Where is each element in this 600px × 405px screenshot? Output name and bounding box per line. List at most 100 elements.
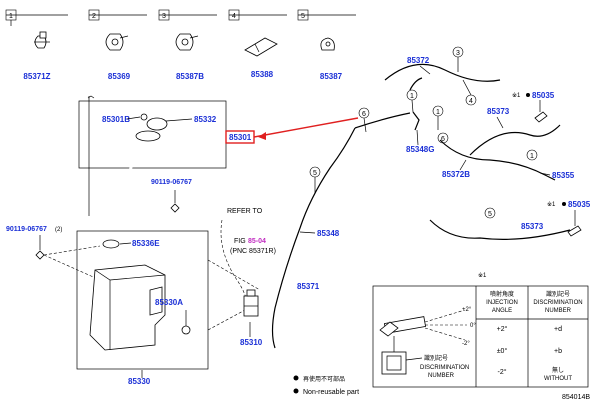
svg-text:5: 5	[488, 211, 492, 218]
note-mark: ※1	[512, 92, 521, 99]
part-number[interactable]: 85371	[297, 282, 320, 291]
washer-nozzle	[567, 225, 582, 237]
clamp-icon	[105, 33, 129, 51]
col1-en1: INJECTION	[486, 300, 518, 306]
mark-cell: +b	[554, 348, 562, 355]
svg-text:1: 1	[436, 109, 440, 116]
fig-prefix: FIG	[234, 238, 246, 245]
col2-jp: 識別記号	[546, 290, 570, 298]
pump-grommet	[181, 325, 191, 335]
washer-hose	[439, 139, 556, 181]
svg-text:4: 4	[469, 98, 473, 105]
header-num: 2	[92, 13, 96, 20]
part-number[interactable]: 85336E	[132, 239, 160, 248]
disc-en1: DISCRIMINATION	[420, 365, 469, 371]
part-number[interactable]: 85371Z	[23, 72, 50, 81]
figure-id: 854014B	[562, 394, 590, 401]
part-number[interactable]: 85301B	[102, 115, 130, 124]
clamp-icon	[175, 33, 199, 51]
refer-to-text: REFER TO	[227, 208, 263, 215]
angle-cell: -2°	[497, 368, 506, 376]
part-number[interactable]: 85369	[108, 72, 131, 81]
part-number[interactable]: 85373	[521, 222, 544, 231]
pnc-ref: (PNC 85371R)	[230, 248, 276, 255]
inlet-cap	[140, 113, 148, 121]
part-number[interactable]: 85035	[568, 200, 591, 209]
tank-cap	[146, 117, 168, 131]
part-number[interactable]: 85387	[320, 72, 343, 81]
header-item-2[interactable]: 2 85369	[88, 9, 147, 81]
part-number[interactable]: 85035	[532, 91, 555, 100]
header-num: 5	[301, 13, 305, 20]
washer-hose	[384, 63, 501, 82]
part-number[interactable]: 85332	[194, 115, 217, 124]
injection-table	[372, 285, 589, 388]
washer-nozzle	[534, 111, 548, 123]
header-item-5[interactable]: 5 85387	[297, 9, 356, 81]
grommet	[102, 239, 120, 249]
washer-pump	[243, 289, 259, 317]
angle-label-zero: 0°	[470, 323, 476, 329]
svg-text:1: 1	[410, 93, 414, 100]
mark-cell-en: WITHOUT	[544, 376, 572, 382]
washer-hose	[469, 124, 561, 156]
note-mark: ※1	[547, 201, 556, 208]
col2-en1: DISCRIMINATION	[533, 300, 582, 306]
fig-link[interactable]: 85-04	[248, 238, 266, 245]
part-number[interactable]: 85310	[240, 338, 263, 347]
clip-icon	[34, 31, 50, 49]
part-number[interactable]: 85330	[128, 377, 151, 386]
legend-jp: 再使用不可部品	[303, 375, 345, 383]
part-number[interactable]: 90119-06767	[151, 179, 192, 186]
clip-icon	[320, 37, 335, 51]
svg-text:1: 1	[530, 153, 534, 160]
header-num: 3	[162, 13, 166, 20]
part-number[interactable]: 85348	[317, 229, 340, 238]
washer-hose	[429, 219, 571, 240]
svg-text:5: 5	[313, 170, 317, 177]
part-number[interactable]: 85355	[552, 171, 575, 180]
bolt-icon	[35, 250, 45, 260]
angle-label-plus: +2°	[462, 307, 472, 313]
svg-text:3: 3	[456, 50, 460, 57]
part-number[interactable]: 85372	[407, 56, 430, 65]
non-reusable-dot	[526, 93, 530, 97]
part-number[interactable]: 85330A	[155, 298, 183, 307]
col1-jp: 噴射角度	[490, 290, 514, 298]
col2-en2: NUMBER	[545, 308, 572, 314]
angle-label-minus: -2°	[462, 341, 470, 347]
highlight-arrow-icon	[258, 132, 266, 140]
angle-cell: +2°	[497, 325, 508, 333]
part-number[interactable]: 90119-06767	[6, 226, 47, 233]
header-num: 1	[9, 13, 13, 20]
disc-en2: NUMBER	[428, 373, 455, 379]
disc-jp: 識別記号	[424, 354, 448, 362]
part-number[interactable]: 85372B	[442, 170, 470, 179]
washer-tank	[89, 264, 166, 351]
non-reusable-dot	[293, 388, 299, 394]
header-item-3[interactable]: 3 85387B	[158, 9, 217, 81]
retainer-icon	[244, 37, 278, 57]
part-number[interactable]: 85373	[487, 107, 510, 116]
svg-text:6: 6	[362, 111, 366, 118]
part-number[interactable]: 85387B	[176, 72, 204, 81]
part-number[interactable]: 85388	[251, 70, 274, 79]
legend-en: Non-reusable part	[303, 389, 359, 396]
non-reusable-dot	[293, 375, 299, 381]
header-item-4[interactable]: 4 85388	[228, 9, 287, 79]
nozzle-diagram	[379, 309, 467, 375]
table-mark: ※1	[478, 272, 487, 279]
non-reusable-dot	[562, 202, 566, 206]
svg-text:6: 6	[441, 136, 445, 143]
header-num: 4	[232, 13, 236, 20]
part-number[interactable]: 85348G	[406, 145, 434, 154]
tank-group-box	[76, 230, 209, 370]
part-number-highlighted[interactable]: 85301	[229, 133, 252, 142]
quantity: (2)	[55, 227, 62, 233]
angle-cell: ±0°	[497, 347, 508, 355]
mark-cell: 無し	[552, 366, 564, 374]
washer-hose	[271, 127, 356, 349]
mark-cell: +d	[554, 326, 562, 333]
header-item-1[interactable]: 1 85371Z	[5, 9, 68, 81]
